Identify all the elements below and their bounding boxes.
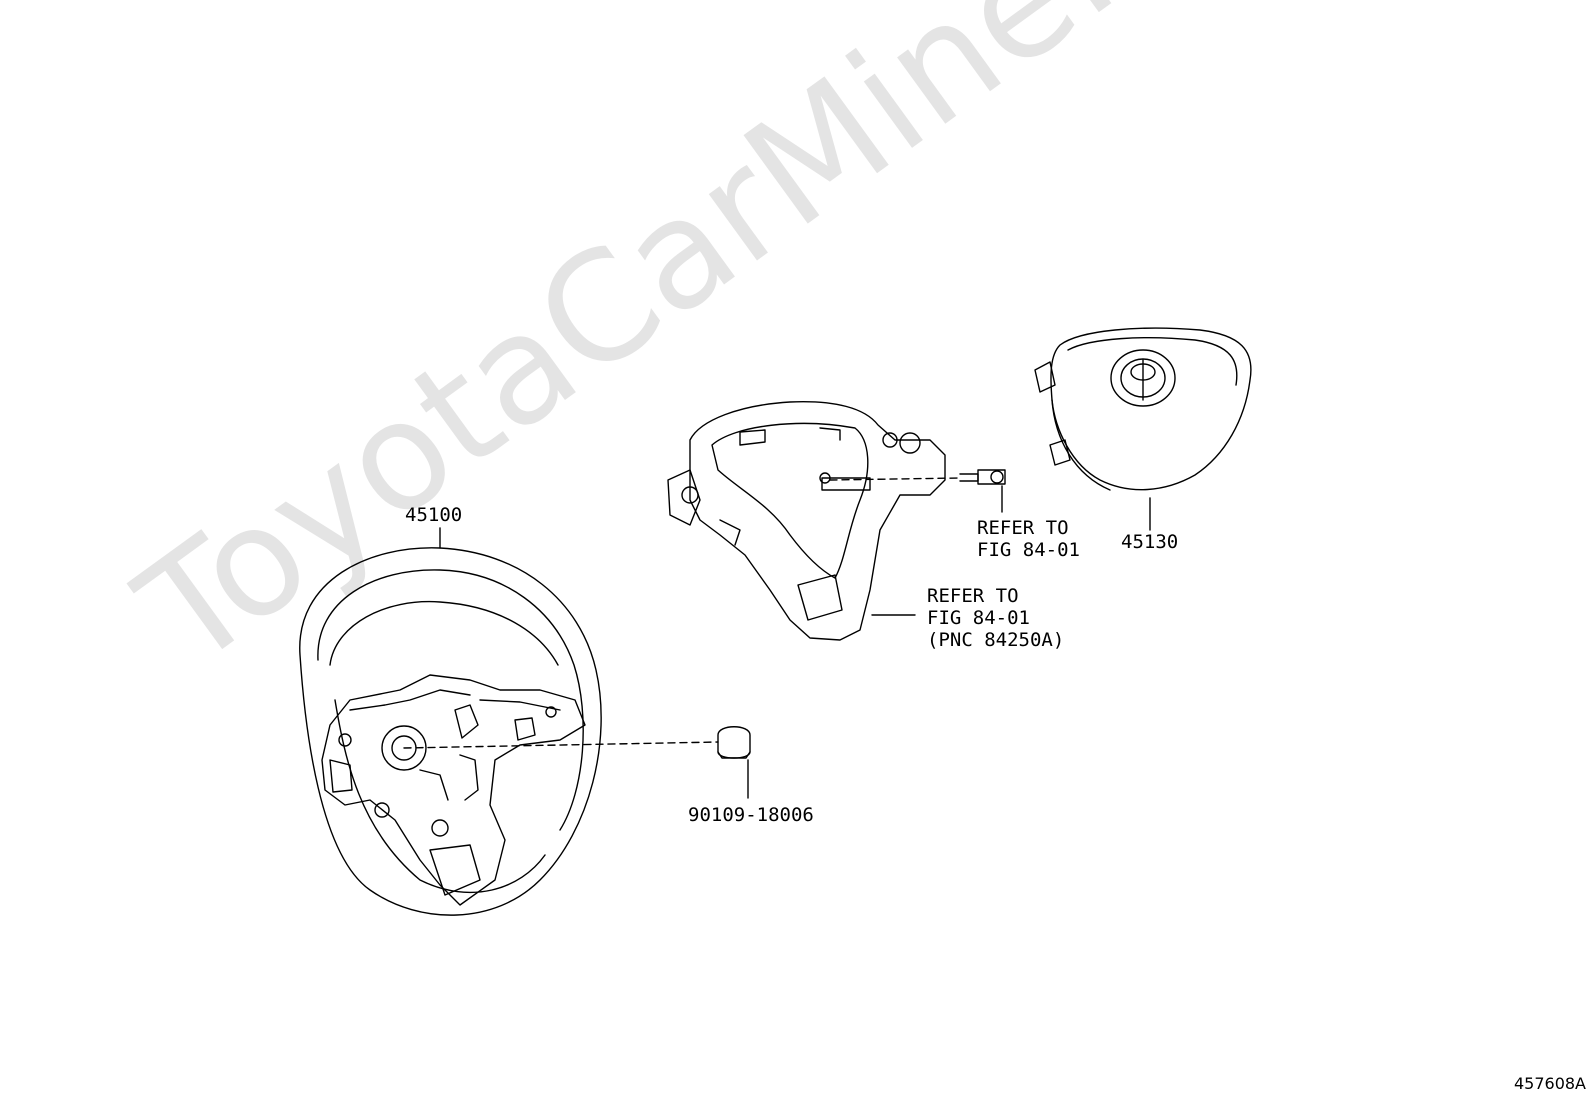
airbag-pad-drawing xyxy=(1034,327,1252,491)
bolt-drawings xyxy=(717,469,1006,759)
callout-45130: 45130 xyxy=(1121,531,1179,553)
leader-lines xyxy=(439,485,1151,799)
lower-cover-drawing xyxy=(667,400,946,641)
assembly-lines xyxy=(403,477,961,749)
callout-refer-pad-line3: (PNC 84250A) xyxy=(927,629,1065,651)
callout-45100: 45100 xyxy=(405,504,463,526)
callout-refer-pad-line1: REFER TO xyxy=(927,585,1019,607)
callout-refer-bolt-line1: REFER TO xyxy=(977,517,1069,539)
callout-90109-18006: 90109-18006 xyxy=(688,804,814,826)
callout-refer-bolt-line2: FIG 84-01 xyxy=(977,539,1080,561)
figure-id: 457608A xyxy=(1513,1074,1586,1093)
steering-wheel-drawing xyxy=(299,547,602,916)
callout-refer-pad-line2: FIG 84-01 xyxy=(927,607,1030,629)
